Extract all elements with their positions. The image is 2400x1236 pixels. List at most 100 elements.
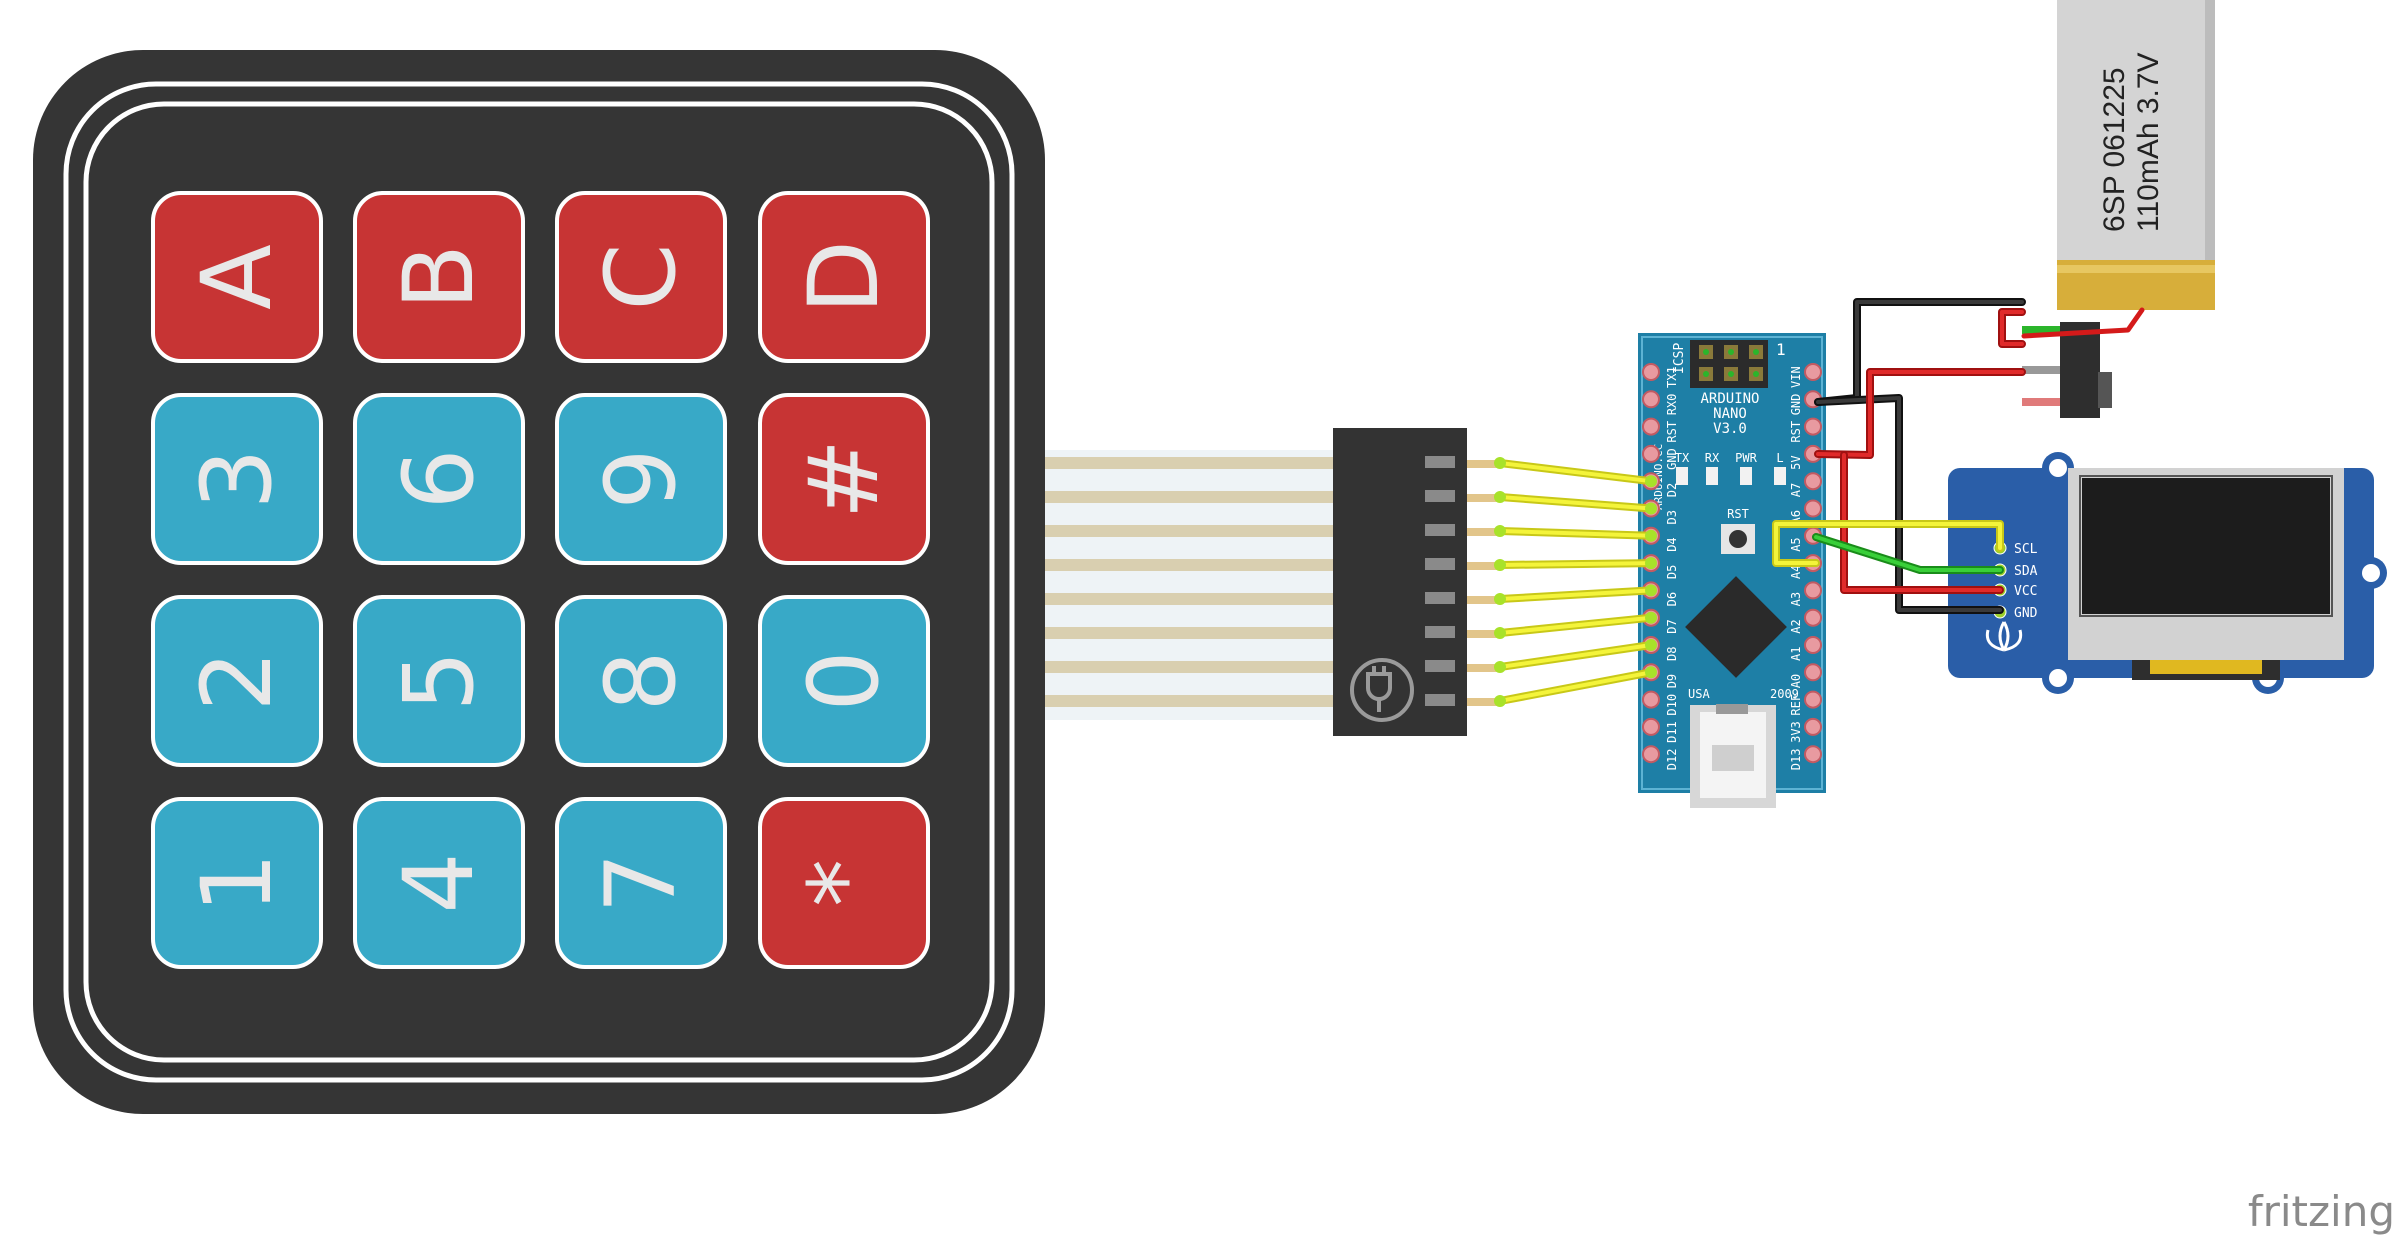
nano-pin-label: D2 bbox=[1665, 483, 1679, 497]
key-2[interactable]: 2 bbox=[151, 595, 323, 767]
key-cap[interactable] bbox=[555, 191, 727, 363]
nano-pin-TX1[interactable]: TX1 bbox=[1642, 363, 1679, 388]
key-cap[interactable] bbox=[758, 191, 930, 363]
nano-pin-D13[interactable]: D13 bbox=[1789, 745, 1822, 770]
key-4[interactable]: 4 bbox=[353, 797, 525, 969]
wires bbox=[1494, 298, 2145, 707]
key-6[interactable]: 6 bbox=[353, 393, 525, 565]
nano-pin-label: A3 bbox=[1789, 592, 1803, 606]
nano-pin-label: D3 bbox=[1665, 510, 1679, 524]
key-label: 7 bbox=[585, 852, 697, 913]
wire-end bbox=[1645, 666, 1657, 679]
key-cap[interactable] bbox=[758, 595, 930, 767]
nano-pin-5V[interactable]: 5V bbox=[1789, 444, 1822, 470]
nano-pin-REF[interactable]: REF bbox=[1789, 690, 1822, 716]
wire-end bbox=[1494, 593, 1506, 605]
nano-pin-label: A5 bbox=[1789, 537, 1803, 551]
connector-pin bbox=[1425, 660, 1455, 672]
key-C[interactable]: C bbox=[555, 191, 727, 363]
nano-name-line1: ARDUINO bbox=[1700, 391, 1759, 407]
nano-pin-RST[interactable]: RST bbox=[1642, 417, 1679, 443]
wire-end bbox=[1494, 457, 1506, 469]
microcontroller-chip bbox=[1685, 576, 1787, 678]
key-cap[interactable] bbox=[353, 797, 525, 969]
wire-end bbox=[1645, 502, 1657, 515]
nano-pin-label: D5 bbox=[1665, 565, 1679, 579]
switch-knob[interactable] bbox=[2098, 372, 2112, 408]
key-cap[interactable] bbox=[758, 393, 930, 565]
nano-pin-A3[interactable]: A3 bbox=[1789, 581, 1822, 606]
nano-pin-D12[interactable]: D12 bbox=[1642, 745, 1679, 771]
nano-pin-D11[interactable]: D11 bbox=[1642, 717, 1679, 743]
nano-name-line2: NANO bbox=[1713, 406, 1747, 422]
key-cap[interactable] bbox=[555, 797, 727, 969]
key-9[interactable]: 9 bbox=[555, 393, 727, 565]
led-pwr bbox=[1740, 467, 1752, 485]
key-label: 8 bbox=[585, 650, 697, 711]
nano-pin-D10[interactable]: D10 bbox=[1642, 690, 1679, 716]
key-5[interactable]: 5 bbox=[353, 595, 525, 767]
key-cap[interactable] bbox=[151, 595, 323, 767]
oled-pin-label: SDA bbox=[2014, 564, 2038, 579]
key-cap[interactable] bbox=[151, 191, 323, 363]
key-label: D bbox=[788, 240, 900, 314]
nano-pin-A2[interactable]: A2 bbox=[1789, 608, 1822, 634]
wire-red-5v bbox=[1814, 368, 2026, 459]
nano-pin-label: D4 bbox=[1665, 537, 1679, 551]
key-label: 9 bbox=[585, 448, 697, 509]
wire-end bbox=[1494, 661, 1506, 673]
key-D[interactable]: D bbox=[758, 191, 930, 363]
key-1[interactable]: 1 bbox=[151, 797, 323, 969]
key-cap[interactable] bbox=[353, 191, 525, 363]
nano-pin-GND[interactable]: GND bbox=[1642, 444, 1679, 470]
nano-pin-A7[interactable]: A7 bbox=[1789, 472, 1822, 497]
key-3[interactable]: 3 bbox=[151, 393, 323, 565]
key-B[interactable]: B bbox=[353, 191, 525, 363]
oled-pin-label: GND bbox=[2014, 606, 2038, 621]
key-0[interactable]: 0 bbox=[758, 595, 930, 767]
key-8[interactable]: 8 bbox=[555, 595, 727, 767]
nano-pin-VIN[interactable]: VIN bbox=[1789, 363, 1822, 388]
nano-pin-RST[interactable]: RST bbox=[1789, 417, 1822, 443]
ribbon-trace bbox=[1045, 695, 1335, 707]
nano-pin-label: D10 bbox=[1665, 694, 1679, 716]
key-cap[interactable] bbox=[555, 595, 727, 767]
nano-pin-label: REF bbox=[1789, 694, 1803, 716]
key-cap[interactable] bbox=[151, 797, 323, 969]
nano-pin-RX0[interactable]: RX0 bbox=[1642, 390, 1679, 415]
key-cap[interactable] bbox=[353, 595, 525, 767]
key-label: 6 bbox=[383, 448, 495, 509]
connector-pin bbox=[1425, 456, 1455, 468]
nano-pin-label: VIN bbox=[1789, 366, 1803, 388]
wire-end bbox=[1494, 525, 1506, 537]
key-cap[interactable] bbox=[555, 393, 727, 565]
key-*[interactable]: * bbox=[758, 797, 930, 969]
key-label: 0 bbox=[788, 650, 900, 711]
key-#[interactable]: # bbox=[758, 393, 930, 565]
nano-pin-label: D12 bbox=[1665, 749, 1679, 771]
connector-lead bbox=[1467, 664, 1497, 672]
led-tx bbox=[1676, 467, 1688, 485]
key-cap[interactable] bbox=[758, 797, 930, 969]
key-A[interactable]: A bbox=[151, 191, 323, 363]
key-cap[interactable] bbox=[353, 393, 525, 565]
keypad-border-outer bbox=[63, 81, 1015, 1083]
ribbon-trace bbox=[1045, 627, 1335, 639]
connector-lead bbox=[1467, 630, 1497, 638]
wire-end bbox=[1494, 559, 1506, 571]
icsp-label: ICSP bbox=[1672, 343, 1687, 374]
ribbon-trace bbox=[1045, 457, 1335, 469]
led-rx-label: RX bbox=[1705, 451, 1720, 465]
key-7[interactable]: 7 bbox=[555, 797, 727, 969]
nano-pin-label: D8 bbox=[1665, 647, 1679, 661]
nano-pin-A0[interactable]: A0 bbox=[1789, 663, 1822, 688]
key-cap[interactable] bbox=[151, 393, 323, 565]
nano-pin-A1[interactable]: A1 bbox=[1789, 636, 1822, 661]
slide-switch[interactable] bbox=[2022, 322, 2112, 418]
wire-end bbox=[1645, 529, 1657, 542]
nano-pin-3V3[interactable]: 3V3 bbox=[1789, 717, 1822, 743]
nano-pin-GND[interactable]: GND bbox=[1789, 390, 1822, 415]
